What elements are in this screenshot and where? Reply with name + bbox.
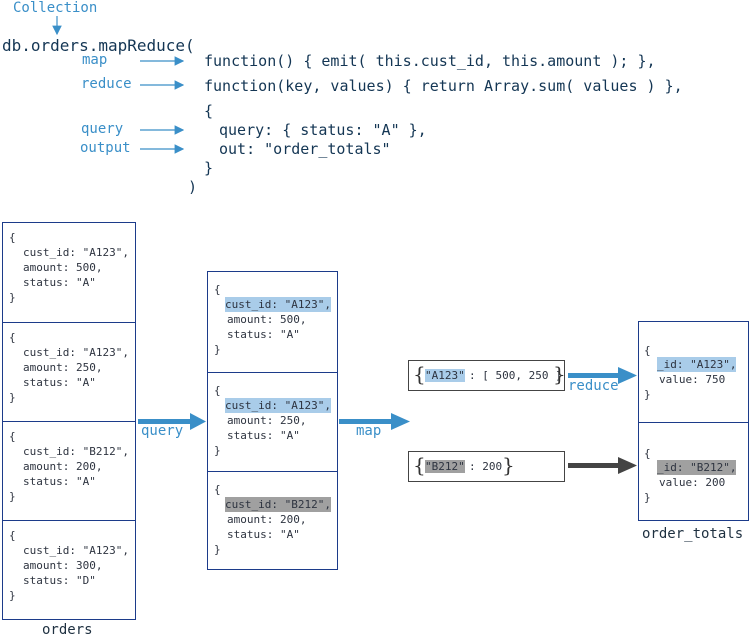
filtered-document: { cust_id: "B212", amount: 200, status: … — [208, 471, 337, 570]
reduce-arrow-label: reduce — [568, 378, 619, 394]
query-label: query — [81, 121, 124, 137]
orders-document: { cust_id: "B212", amount: 200, status: … — [3, 421, 135, 520]
map-label: map — [82, 52, 108, 68]
reduce-function: function(key, values) { return Array.sum… — [204, 77, 683, 95]
options-close-brace: } — [204, 159, 214, 177]
cust-id-highlight: cust_id: "A123", — [225, 297, 331, 312]
collection-label: Collection — [13, 0, 98, 16]
orders-collection: { cust_id: "A123", amount: 500, status: … — [2, 222, 136, 620]
totals-document: { _id: "B212", value: 200 } — [639, 422, 748, 521]
key-highlight: "A123" — [425, 369, 465, 382]
mapreduce-call: db.orders.mapReduce( — [2, 36, 195, 55]
b212-flow-arrow — [568, 457, 637, 474]
query-flow-arrow — [138, 413, 206, 430]
totals-document: { _id: "A123", value: 750 } — [644, 344, 737, 401]
out-option: out: "order_totals" — [219, 140, 391, 158]
emitted-b212: { "B212" : 200 } — [408, 451, 565, 482]
emitted-a123: { "A123" : [ 500, 250 ] } — [408, 360, 566, 391]
output-label: output — [80, 140, 131, 156]
query-results: { cust_id: "A123", amount: 500, status: … — [207, 271, 338, 570]
order-totals-collection: { _id: "A123", value: 750 } { _id: "B212… — [638, 321, 749, 521]
reduce-label: reduce — [81, 76, 132, 92]
orders-document: { cust_id: "A123", amount: 500, status: … — [9, 231, 129, 304]
query-option: query: { status: "A" }, — [219, 121, 427, 139]
cust-id-highlight: cust_id: "B212", — [225, 497, 331, 512]
orders-document: { cust_id: "A123", amount: 300, status: … — [3, 520, 135, 620]
options-open-brace: { — [204, 102, 214, 120]
id-highlight: _id: "B212", — [657, 460, 737, 475]
map-flow-arrow — [339, 413, 410, 430]
filtered-document: { cust_id: "A123", amount: 250, status: … — [208, 372, 337, 471]
key-highlight: "B212" — [425, 460, 465, 473]
map-arrow-label: map — [356, 423, 382, 439]
orders-document: { cust_id: "A123", amount: 250, status: … — [3, 322, 135, 421]
reduce-flow-arrow — [568, 367, 637, 384]
call-close-paren: ) — [188, 178, 198, 196]
id-highlight: _id: "A123", — [657, 357, 737, 372]
orders-caption: orders — [42, 622, 93, 638]
filtered-document: { cust_id: "A123", amount: 500, status: … — [214, 283, 331, 356]
query-arrow-label: query — [141, 423, 184, 439]
order-totals-caption: order_totals — [642, 526, 744, 542]
cust-id-highlight: cust_id: "A123", — [225, 398, 331, 413]
map-function: function() { emit( this.cust_id, this.am… — [204, 52, 656, 70]
